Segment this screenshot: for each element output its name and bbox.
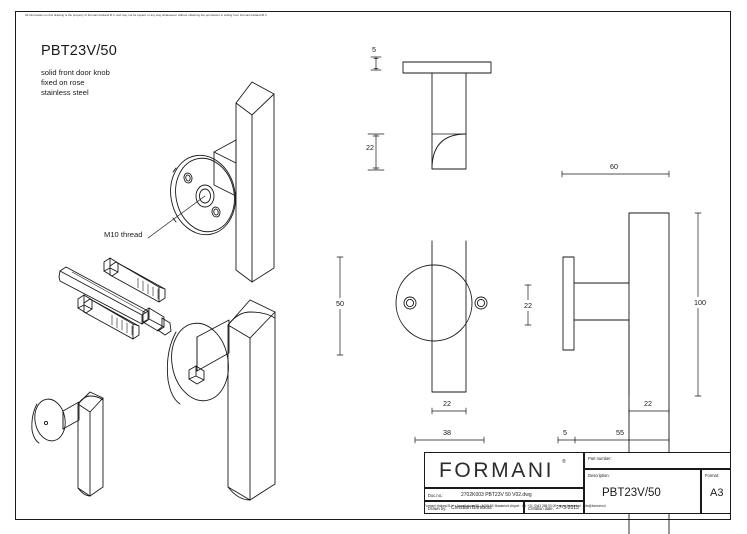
part-number-label: Part number: <box>588 456 612 461</box>
doc-no-cell: Doc.no.: 2702K003 PBT23V 50 V02.dwg <box>424 488 584 501</box>
part-number-cell: Part number: <box>584 452 731 469</box>
creation-date-label: Creation date: <box>528 506 554 511</box>
description-label: Description: <box>588 473 610 478</box>
format-cell: Format: A3 <box>701 469 731 514</box>
dim-label-22-front: 22 <box>522 300 534 311</box>
drawn-by-label: Drawn by: <box>428 506 447 511</box>
dim-label-22-width: 22 <box>443 399 451 408</box>
dim-label-5-side: 5 <box>563 428 567 437</box>
dim-label-60: 60 <box>610 162 618 171</box>
description-value: PBT23V/50 <box>602 487 661 499</box>
dim-label-55: 55 <box>616 428 624 437</box>
dim-label-5-top: 5 <box>372 45 376 54</box>
m10-thread-callout-label: M10 thread <box>104 230 143 239</box>
drawing-frame <box>15 11 731 520</box>
description-cell: Description: PBT23V/50 <box>584 469 701 514</box>
logo-cell: FORMANI ® <box>424 452 584 488</box>
title-block: FORMANI ® Doc.no.: 2702K003 PBT23V 50 V0… <box>424 452 731 514</box>
format-value: A3 <box>710 487 724 499</box>
copyright-disclaimer: All information on this drawing is the p… <box>25 13 268 17</box>
formani-logo: FORMANI <box>439 459 555 482</box>
creation-date-cell: Creation date: 27-3-2013 <box>524 501 584 514</box>
dim-label-38-width: 38 <box>443 428 451 437</box>
doc-no-label: Doc.no.: <box>428 493 444 498</box>
dim-label-22-top: 22 <box>366 143 374 152</box>
format-label: Format: <box>705 473 720 478</box>
description-line-3: stainless steel <box>41 88 89 97</box>
dim-label-50: 50 <box>334 298 346 309</box>
drawn-by-value: Christian Brimbois <box>451 505 492 511</box>
creation-date-value: 27-3-2013 <box>556 505 579 511</box>
company-footer: Formani Holland B.V. · Amerikalaan 55 · … <box>424 504 606 508</box>
dim-label-100: 100 <box>692 297 708 308</box>
registered-mark-icon: ® <box>562 459 566 465</box>
drawn-by-cell: Drawn by: Christian Brimbois <box>424 501 524 514</box>
description-line-2: fixed on rose <box>41 78 85 87</box>
doc-no-value: 2702K003 PBT23V 50 V02.dwg <box>461 492 532 498</box>
description-line-1: solid front door knob <box>41 68 110 77</box>
dim-label-22-side: 22 <box>644 399 652 408</box>
part-title: PBT23V/50 <box>41 43 117 59</box>
